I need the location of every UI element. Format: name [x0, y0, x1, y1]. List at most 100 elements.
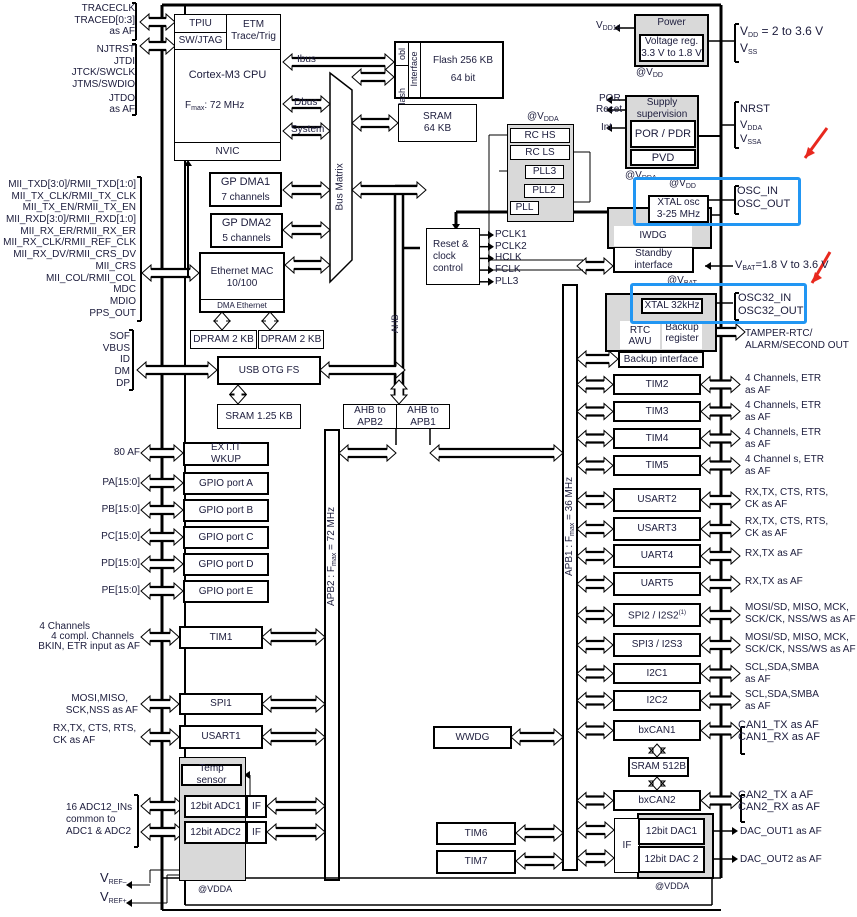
- pin: DP: [116, 377, 130, 389]
- uart5: UART5: [613, 572, 701, 596]
- adc1-arrow: [266, 796, 326, 816]
- pin: MII_CRS: [95, 260, 136, 272]
- pin: SCK/CK, NSS/WS as AF: [745, 644, 856, 655]
- dma-ethernet: DMA Ethernet: [201, 299, 283, 311]
- pin: JTMS/SWDIO: [72, 79, 135, 91]
- pin: MII_RX_ER/RMII_RX_ER: [20, 225, 136, 237]
- sram-arrow: [351, 113, 399, 133]
- dpram-arrow: [260, 311, 280, 331]
- voltage-regulator: Voltage reg.3.3 V to 1.8 V: [639, 34, 704, 62]
- gpio-pins: PB[15:0]: [101, 504, 140, 515]
- pin: RX,TX, CTS, RTS,: [53, 723, 137, 734]
- usart1: USART1: [179, 725, 263, 749]
- sub: DD18: [602, 25, 621, 32]
- spi3-i2s3-pins: MOSI/SD, MISO, MCK,SCK/CK, NSS/WS as AF: [745, 632, 856, 656]
- por-pdr: POR / PDR: [630, 120, 696, 148]
- clock-output: HCLK: [495, 252, 522, 264]
- v: V: [740, 41, 749, 55]
- apb1-periph-arrow: [576, 791, 614, 810]
- wwdg-arrow: [510, 727, 564, 747]
- rtc-l1: RTC: [629, 325, 651, 336]
- pin: 4 Channels, ETR: [745, 400, 822, 411]
- periph-name: TIM4: [645, 432, 669, 444]
- bxcan1: bxCAN1: [613, 720, 701, 741]
- pin: MII_TX_EN/RMII_TX_EN: [22, 202, 136, 214]
- supply-l2: supervision: [636, 109, 688, 120]
- dpram-1: DPRAM 2 KB: [190, 330, 257, 349]
- spi3-i2s3: SPI3 / I2S3: [613, 633, 701, 657]
- tamper-l1: TAMPER-RTC/: [745, 328, 813, 339]
- tim7: TIM7: [436, 850, 516, 874]
- clock-output: PCLK2: [495, 240, 527, 252]
- apb1-periph-arrow: [576, 691, 614, 710]
- xtal-l1: XTAL osc: [657, 197, 700, 208]
- obl-label: obl: [397, 48, 407, 61]
- dma2-arrow: [282, 220, 331, 240]
- rc-ls: RC LS: [510, 145, 570, 160]
- periph-name: UART5: [640, 578, 674, 589]
- vdda: VDDA: [740, 119, 762, 135]
- eth-label: Ethernet MAC: [210, 265, 274, 277]
- dbus-label: Dbus: [294, 97, 318, 108]
- pin: as AF: [745, 701, 771, 712]
- dpram-arrow: [228, 384, 248, 405]
- periph-name: TIM3: [645, 405, 669, 417]
- flash-arrow: [351, 67, 395, 87]
- arrow-head: [126, 899, 132, 907]
- spi1-pins: MOSI,MISO,SCK,NSS as AF: [30, 693, 138, 717]
- eth-pins-arrow: [141, 263, 200, 283]
- usart2-pins: RX,TX, CTS, RTS,CK as AF: [745, 487, 828, 511]
- ahb-label: AHB: [390, 314, 400, 333]
- bxcan2: bxCAN2: [613, 790, 701, 811]
- arrow-head: [606, 106, 612, 114]
- v: @V: [669, 178, 686, 189]
- por-out: POR: [599, 93, 621, 104]
- pin: as AF: [745, 466, 771, 477]
- v: V: [740, 119, 748, 131]
- apb1-periph-arrow: [576, 635, 614, 655]
- reg-l2: 3.3 V to 1.8 V: [641, 48, 702, 59]
- usart1-arrow: [261, 727, 326, 747]
- gpio-pins: PE[15:0]: [101, 585, 140, 596]
- uart5-pins: RX,TX as AF: [745, 576, 803, 588]
- pin: BKIN, ETR input as AF: [38, 641, 140, 652]
- gpio-port-a: GPIO port A: [183, 472, 269, 495]
- ahb-bridge-arrow: [389, 379, 409, 405]
- adc1-if: IF: [246, 795, 267, 818]
- can-sram-arrow: [647, 776, 667, 791]
- tamper-l2: ALARM/SECOND OUT: [745, 340, 849, 351]
- pin: SCK,NSS as AF: [65, 705, 138, 716]
- apb1-periph-arrow: [576, 456, 614, 475]
- val: = 2 to 3.6 V: [758, 24, 824, 38]
- flash-width: 64 bit: [450, 73, 476, 84]
- vref-minus: VREF–: [100, 871, 127, 889]
- apb1-label: APB1 : Fmax = 36 MHz: [564, 456, 576, 576]
- pin: common to: [66, 814, 116, 825]
- periph-name: USART3: [637, 523, 677, 534]
- spi1-arrow: [261, 694, 326, 714]
- pin: JTCK/SWCLK: [71, 67, 135, 79]
- v: V: [740, 24, 749, 38]
- pin: SCK/CK, NSS/WS as AF: [745, 614, 856, 625]
- pin: CK as AF: [745, 528, 788, 539]
- usart2: USART2: [613, 488, 701, 512]
- periph-name: SPI2 / I2S2: [628, 610, 679, 622]
- rcc-l2: clock: [433, 250, 456, 262]
- tim7-arrow: [515, 851, 564, 871]
- sub: REF+: [108, 898, 127, 905]
- apb1-periph-arrow: [576, 574, 614, 594]
- fmax-sub: max: [191, 105, 205, 112]
- int-out: Int: [601, 122, 613, 133]
